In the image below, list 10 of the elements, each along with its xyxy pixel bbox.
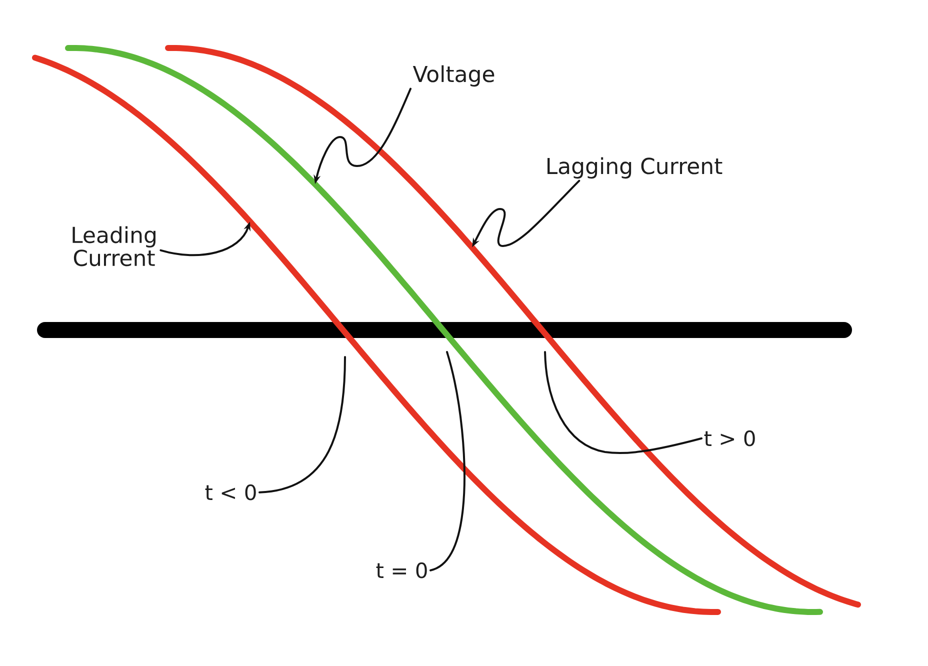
leader-line — [429, 351, 466, 572]
leader-line — [544, 351, 703, 454]
waveform — [32, 54, 722, 615]
waveform — [165, 45, 862, 608]
leader-line — [258, 356, 346, 494]
time-label: t < 0 — [205, 484, 256, 500]
time-label: t = 0 — [376, 562, 427, 578]
curve-label: Voltage — [412, 65, 494, 87]
waveform — [65, 45, 823, 615]
curve-label: Lagging Current — [548, 157, 722, 179]
